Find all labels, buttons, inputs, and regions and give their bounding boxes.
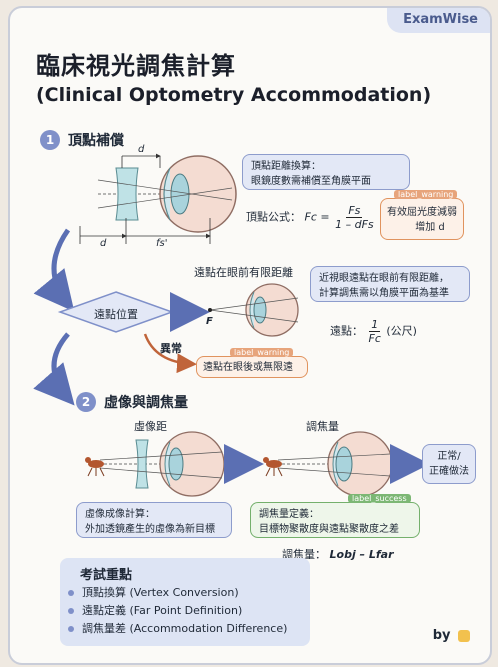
far-point-node: 遠點位置 (94, 308, 138, 321)
abnormal-arrow (143, 333, 197, 374)
page-subtitle: (Clinical Optometry Accommodation) (36, 84, 432, 106)
accommodation-formula: 調焦量： Lobj – Lfar (282, 548, 394, 561)
far-point-node-shape (57, 291, 175, 333)
abnormal-label: 異常 (160, 342, 182, 355)
eye-diagram-3 (85, 431, 225, 497)
far-point-f-label: F (206, 316, 213, 327)
focal-length-label: fs' (156, 238, 168, 249)
accommodation-info-box: 調焦量定義： 目標物聚散度與遠點聚散度之差 (250, 502, 420, 538)
eye-diagram-4 (263, 431, 393, 497)
summary-box: 考試重點 頂點換算 (Vertex Conversion) 遠點定義 (Far … (60, 558, 310, 646)
hand-wave-icon (458, 629, 470, 642)
section-2-title: 虛像與調焦量 (104, 395, 188, 411)
far-point-warning-tag: label_warning (230, 348, 294, 357)
summary-item: 調焦量差 (Accommodation Difference) (68, 620, 287, 638)
diagram-graphics (33, 153, 430, 497)
virtual-image-label: 虛像距 (134, 420, 167, 433)
footer-credit: by (433, 628, 470, 643)
summary-heading: 考試重點 (80, 568, 133, 583)
bullet-icon (68, 608, 74, 614)
myopia-info-box: 近視眼遠點在眼前有限距離， 計算調焦需以角膜平面為基準 (310, 266, 470, 302)
flow-arrow-down-2 (33, 332, 75, 406)
page-title: 臨床視光調焦計算 (36, 52, 236, 80)
section-2-heading: 2 虛像與調焦量 (76, 392, 188, 412)
eye-diagram-1 (79, 153, 237, 244)
far-point-formula: 遠點： 1 Fc (公尺) (330, 318, 417, 345)
brand-badge: ExamWise (387, 8, 490, 33)
vertex-warning-tag: label_warning (394, 190, 458, 199)
infographic-card: ExamWise 臨床視光調焦計算 (Clinical Optometry Ac… (8, 6, 492, 665)
section-1-heading: 1 頂點補償 (40, 130, 124, 150)
distance-d-bottom-label: d (100, 238, 107, 249)
summary-item: 遠點定義 (Far Point Definition) (68, 602, 287, 620)
far-point-warning-box: 遠點在眼後或無限遠 (196, 356, 308, 378)
vertex-formula: 頂點公式： Fc = Fs 1 – dFs (246, 204, 374, 231)
bullet-icon (68, 590, 74, 596)
summary-item: 頂點換算 (Vertex Conversion) (68, 584, 287, 602)
summary-list: 頂點換算 (Vertex Conversion) 遠點定義 (Far Point… (68, 584, 287, 638)
vertex-info-box: 頂點距離換算： 眼鏡度數需補償至角膜平面 (242, 154, 410, 190)
section-2-number: 2 (76, 392, 96, 412)
accommodation-success-tag: label_success (348, 494, 411, 503)
accommodation-label: 調焦量 (306, 420, 339, 433)
bullet-icon (68, 626, 74, 632)
eye-diagram-2 (208, 283, 299, 337)
result-box: 正常/ 正確做法 (422, 444, 476, 484)
flow-arrow-down-1 (33, 228, 75, 312)
far-point-title: 遠點在眼前有限距離 (194, 266, 293, 279)
section-1-title: 頂點補償 (68, 133, 124, 149)
section-1-number: 1 (40, 130, 60, 150)
vertex-warning-box: 有效屈光度減弱 增加 d (380, 198, 464, 240)
virtual-image-info-box: 虛像成像計算： 外加透鏡產生的虛像為新目標 (76, 502, 232, 538)
distance-d-top-label: d (138, 144, 145, 155)
